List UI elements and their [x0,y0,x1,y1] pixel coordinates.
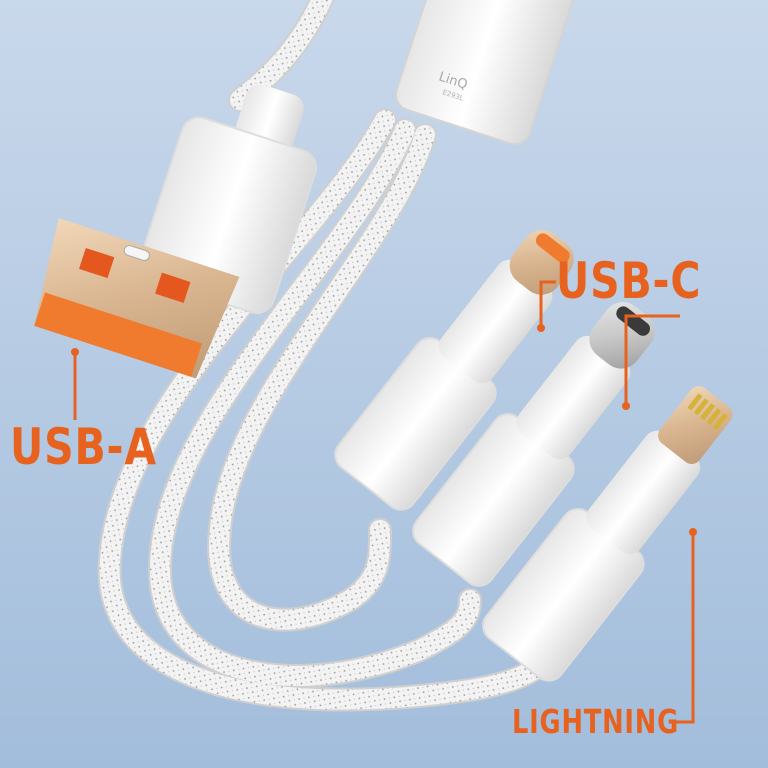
callout-lines [73,280,695,724]
lightning-label: LIGHTNING [512,702,680,741]
splitter-block [394,0,575,146]
usb-c-connector-orange [334,229,574,511]
usb-a-label: USB-A [10,418,157,476]
usb-c-connector-grey [412,302,655,587]
lightning-connector [482,386,733,682]
usb-a-connector [34,84,318,379]
usb-c-label: USB-C [556,252,702,310]
